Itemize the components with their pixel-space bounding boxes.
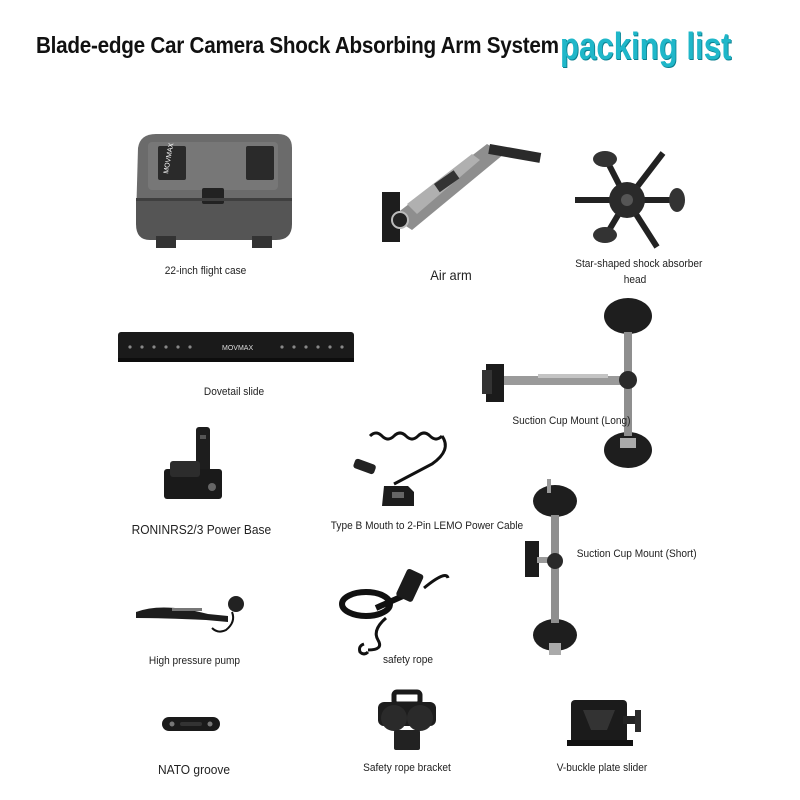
nato-groove-label: NATO groove <box>157 762 231 777</box>
nato-groove-image <box>162 717 220 731</box>
page-title: Blade-edge Car Camera Shock Absorbing Ar… <box>36 32 559 58</box>
pump-image <box>136 596 244 633</box>
v-buckle-image <box>567 700 641 746</box>
safety-rope-label: safety rope <box>382 654 434 666</box>
v-buckle-label: V-buckle plate slider <box>556 762 648 774</box>
flight-case-label: 22-inch flight case <box>164 265 247 277</box>
power-cable-label: Type B Mouth to 2-Pin LEMO Power Cable <box>330 520 524 532</box>
rope-bracket-label: Safety rope bracket <box>363 762 451 774</box>
power-base-image <box>164 427 222 499</box>
suction-mount-short-image <box>525 479 577 655</box>
air-arm-image <box>382 144 542 242</box>
flight-case-image: MOVMAX <box>136 134 292 248</box>
safety-rope-image <box>339 568 450 656</box>
air-arm-label: Air arm <box>430 267 472 283</box>
power-base-label: RONINRS2/3 Power Base <box>131 522 272 537</box>
suction-mount-long-image <box>482 298 652 468</box>
suction-mount-short-label: Suction Cup Mount (Short) <box>576 548 697 560</box>
dovetail-slide-image: MOVMAX <box>118 332 354 362</box>
packing-list-badge: packing list <box>560 26 732 68</box>
dovetail-slide-label: Dovetail slide <box>203 386 265 398</box>
suction-mount-long-label: Suction Cup Mount (Long) <box>512 415 631 427</box>
plate-brand-text: MOVMAX <box>222 345 253 352</box>
star-head-image <box>575 151 685 249</box>
star-head-label-line2: head <box>623 274 647 286</box>
rope-bracket-image <box>378 689 436 750</box>
pump-label: High pressure pump <box>148 655 241 667</box>
star-head-label-line1: Star-shaped shock absorber <box>575 258 703 270</box>
power-cable-image <box>353 431 447 506</box>
